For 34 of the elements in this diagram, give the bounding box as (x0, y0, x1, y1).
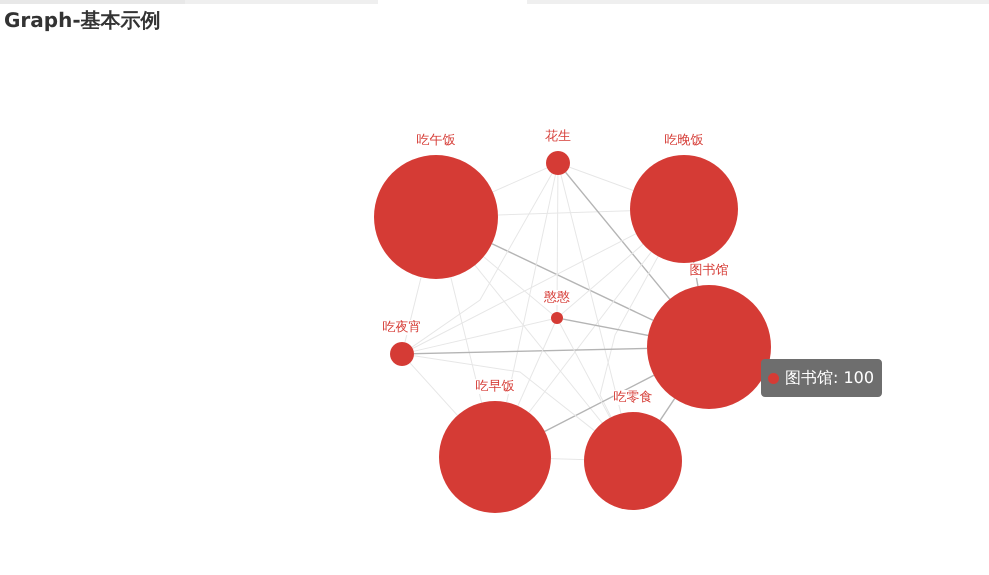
node-label: 吃晚饭 (664, 133, 704, 148)
edge-line (413, 355, 595, 432)
edge-line (517, 323, 556, 406)
edge-line (506, 174, 556, 403)
edge-line (413, 318, 552, 352)
edge-line (411, 172, 553, 348)
tooltip-text: 图书馆: 100 (785, 368, 874, 388)
edge-line (450, 276, 482, 404)
node-label: 吃早饭 (476, 379, 514, 394)
edge-line (561, 244, 644, 315)
edge-line (528, 251, 652, 413)
node-label: 吃零食 (614, 390, 652, 405)
edge-line (560, 174, 622, 414)
edge-line (492, 167, 548, 192)
node-label: 吃午饭 (416, 133, 456, 148)
node-label: 憨憨 (544, 290, 570, 305)
edge-line (559, 322, 610, 418)
edge-line (565, 172, 670, 300)
edge-line (568, 166, 634, 191)
edge-line (410, 362, 458, 416)
edge-line (562, 318, 648, 336)
node-label: 吃夜宵 (382, 320, 422, 335)
edge-line (544, 374, 654, 432)
edge-line (483, 256, 553, 315)
edge-line (474, 264, 603, 424)
edge-line (414, 348, 648, 354)
edge-line (498, 210, 630, 216)
node-label: 花生 (545, 129, 571, 144)
edge-line (412, 233, 636, 349)
title: Graph-基本示例 (4, 7, 161, 33)
node-label: 图书馆 (690, 263, 728, 278)
edge-line (599, 256, 659, 418)
edge-line (492, 243, 654, 321)
edge-line (660, 398, 676, 421)
